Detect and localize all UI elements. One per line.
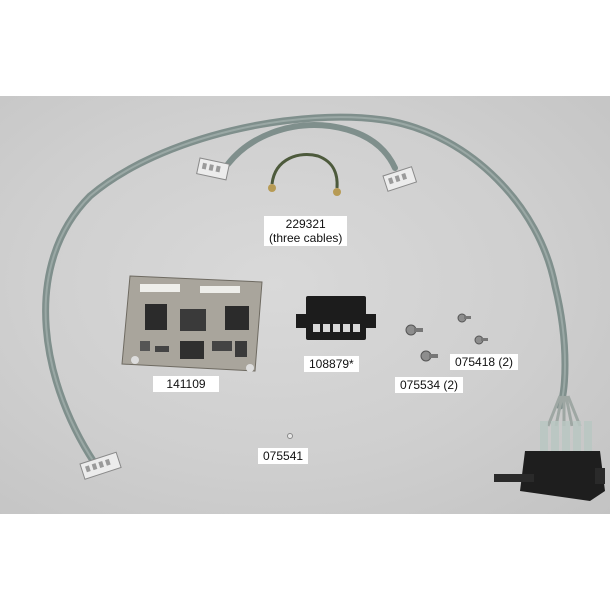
label-connector: 108879*: [304, 356, 359, 372]
label-screws-small: 075418 (2): [450, 354, 519, 370]
screws: [405, 313, 488, 362]
white-connector-top-left: [196, 157, 230, 181]
label-cable-kit-note: (three cables): [269, 231, 343, 245]
large-black-connector: [494, 451, 605, 501]
white-connector-bottom-left: [79, 451, 122, 480]
white-connector-top-right: [382, 166, 418, 192]
terminal-block: [296, 296, 376, 340]
parts-photo: 229321 (three cables) 141109 108879* 075…: [0, 96, 610, 514]
washer: [287, 433, 293, 439]
short-cable: [225, 122, 398, 171]
label-screws-large: 075534 (2): [395, 377, 464, 393]
ground-wire: [268, 153, 341, 196]
label-cable-kit-part-number: 229321: [285, 217, 326, 231]
circuit-board: [121, 275, 263, 372]
label-circuit-board: 141109: [153, 376, 219, 392]
parts-illustration: [42, 113, 605, 501]
label-cable-kit: 229321 (three cables): [264, 216, 348, 246]
label-washer: 075541: [258, 448, 309, 464]
long-cable: [42, 113, 569, 475]
right-wire-bundle: [540, 395, 592, 451]
